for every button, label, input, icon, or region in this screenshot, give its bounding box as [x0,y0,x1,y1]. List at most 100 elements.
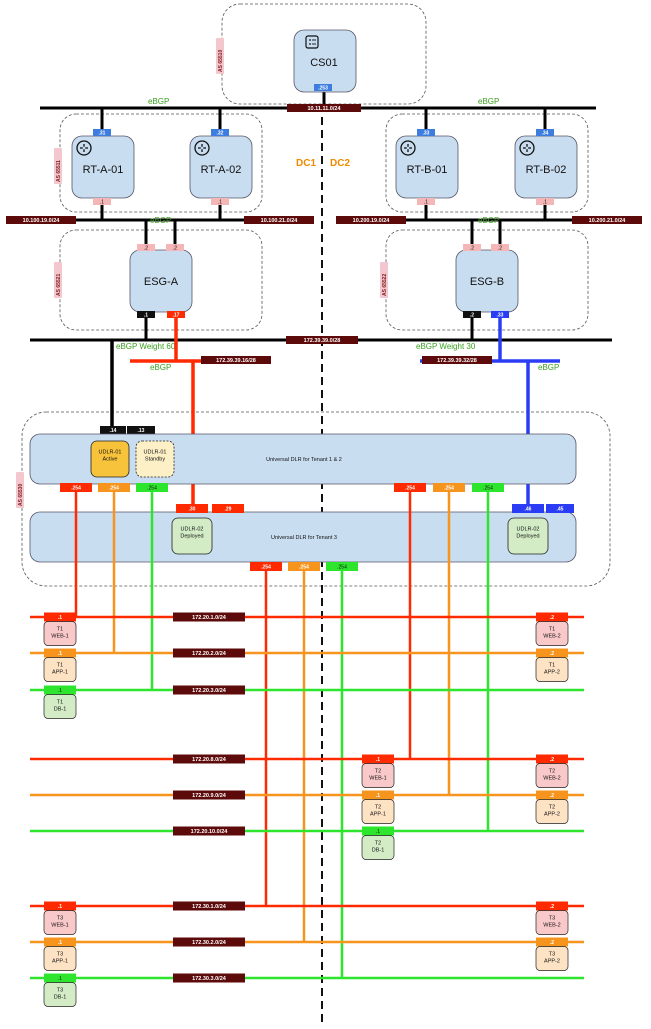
vm-port [362,826,394,836]
vm-port-label: .1 [376,793,380,799]
rt-b-as-group [385,113,589,213]
dlr3-port-db [326,562,358,571]
vm-port [44,685,76,695]
vm-port-label: .2 [550,793,554,799]
vm-port-label: .2 [550,615,554,621]
dlr3-port-46 [512,504,544,513]
rt-b01-up-port [417,129,435,136]
rt-a02-up-label: .32 [217,131,224,137]
vm-port [536,648,568,658]
vm-box [535,799,569,824]
subnet-label-172-39-39-16: 172.39.39.16/28 [216,358,256,364]
transit-subnet-label: 172.39.39.0/28 [304,338,341,344]
dlr12-port-app-left [98,483,130,492]
as-tag-rt-a [54,148,62,184]
udlr01-active [90,440,130,478]
dlr-up-label-13: .13 [138,428,145,434]
segment-subnet-tag [173,685,245,695]
esg-a-up-label-2: .2 [173,246,177,252]
subnet-tag-10-100-19 [6,216,76,224]
dlr12-port-web-right [394,483,426,492]
cs01-port [314,84,332,91]
udlr02-right [507,517,549,555]
subnet-label-10-200-19: 10.200.19.0/24 [353,218,391,224]
dlr12-port-db-right-label: .254 [483,486,493,492]
rt-b02-down-port [536,198,554,205]
router-icon [76,140,92,156]
vm-port-label: .2 [550,904,554,910]
rt-b01-label: RT-B-01 [407,164,448,176]
dlr12-port-db-left [136,483,168,492]
esg-a-label: ESG-A [144,276,179,288]
subnet-tag-10-200-19 [336,216,406,224]
vm-port-label: .1 [376,757,380,763]
esg-b-up-port-2 [491,244,509,251]
dlr3-port-web [250,562,282,571]
dlr3-port-app [288,562,320,571]
subnet-tag-172-39-39-32 [422,356,492,364]
vm-box [361,799,395,824]
rt-b02-up-port [536,129,554,136]
vm-box [43,910,77,935]
subnet-label-10-100-21: 10.100.21.0/24 [261,218,299,224]
vm-port-label: .1 [58,976,62,982]
segment-subnet-label: 172.30.2.0/24 [192,940,227,946]
vm-port [536,937,568,947]
dlr-up-port-13 [127,426,155,434]
vm-port [44,937,76,947]
segment-subnet-tag [173,973,245,983]
vm-port-label: .2 [550,651,554,657]
vm-box [535,946,569,971]
dlr3-port-29-label: .29 [225,507,232,513]
vm-port-label: .2 [550,940,554,946]
dlr3-port-45 [546,504,574,513]
vm-port [44,901,76,911]
rt-a02-down-label: .1 [218,200,222,206]
segment-subnet-label: 172.20.10.0/24 [191,829,229,835]
ebgp-label-left: eBGP [148,97,169,106]
dlr12-port-web-right-label: .254 [405,486,415,492]
vm-port [44,973,76,983]
rt-a02-down-port [211,198,229,205]
ebgp-label-esg-b: eBGP [478,216,499,225]
router-icon [519,140,535,156]
vm-box [43,621,77,646]
vm-port [362,754,394,764]
as-tag-cs [216,38,224,74]
dlr-tenant-3-title: Universal DLR for Tenant 3 [271,535,337,541]
rt-b02-label: RT-B-02 [526,164,567,176]
vm-box [43,694,77,719]
service-node-icon [305,35,319,49]
dlr-up-label-14: .14 [110,428,117,434]
as-label-esg-b: AS 65522 [382,274,388,296]
segment-subnet-tag [173,901,245,911]
cs01-label: CS01 [310,57,338,69]
vm-port [536,790,568,800]
subnet-label-172-39-39-32: 172.39.39.32/28 [437,358,477,364]
segment-subnet-label: 172.20.8.0/24 [192,757,227,763]
esg-b-up-label-1: .2 [470,246,474,252]
rt-b01-down-label: .1 [424,200,428,206]
rt-b01-down-port [417,198,435,205]
vm-box [43,982,77,1007]
dlr3-port-db-label: .254 [337,565,347,571]
cs01-node [293,29,357,93]
dlr3-port-45-label: .45 [557,507,564,513]
subnet-tag-172-39-39-16 [201,356,271,364]
segment-subnet-label: 172.30.1.0/24 [192,904,227,910]
vm-port-label: .2 [550,757,554,763]
